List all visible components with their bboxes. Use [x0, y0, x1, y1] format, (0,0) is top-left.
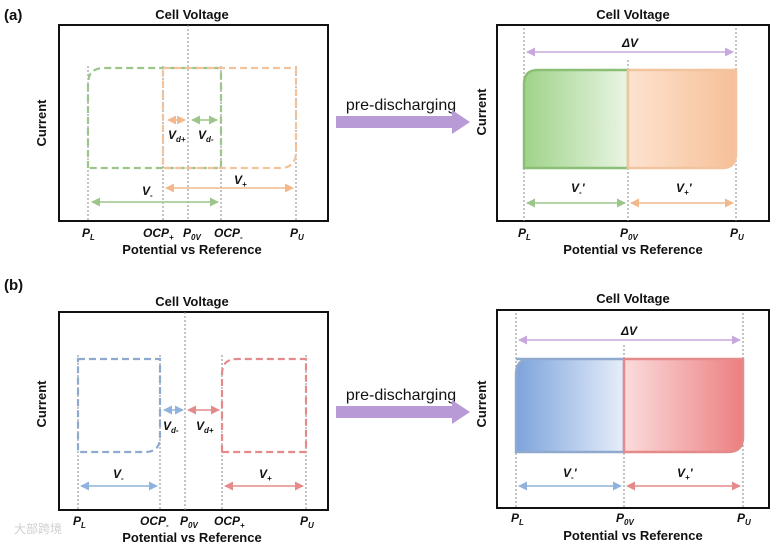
tick-p0v: P0V — [620, 226, 638, 242]
panel-b-right-diagram: Cell Voltage Current ΔV V-' V+' PL P0V P… — [474, 291, 770, 543]
panel-b-right-title: Cell Voltage — [596, 291, 669, 306]
panel-b-arrow-label: pre-discharging — [346, 387, 456, 404]
cathode-loop — [220, 357, 308, 454]
panel-b-right-ylabel: Current — [474, 380, 489, 428]
tick-pu: PU — [290, 226, 304, 242]
panel-a-right-title: Cell Voltage — [596, 7, 669, 22]
tick-pu: PU — [300, 514, 314, 530]
cathode-block — [626, 68, 738, 170]
label-vdplus: Vd+ — [168, 128, 186, 144]
tick-p0v: P0V — [183, 226, 201, 242]
panel-a-process-arrow: pre-discharging — [336, 97, 470, 134]
anode-block — [514, 357, 626, 454]
panel-b-left-xlabel: Potential vs Reference — [122, 530, 261, 545]
label-vdplus: Vd+ — [196, 419, 214, 435]
tick-p0v: P0V — [180, 514, 198, 530]
panel-b-right-frame — [496, 309, 770, 509]
panel-a-left-xlabel: Potential vs Reference — [122, 242, 261, 257]
right-arrow-icon — [336, 400, 470, 424]
panel-b-left-diagram: Cell Voltage Current Vd- Vd+ V- V+ PL OC… — [34, 294, 329, 545]
label-vplus: V+ — [234, 173, 247, 189]
panel-a-right-frame — [496, 24, 770, 222]
panel-a-arrow-label: pre-discharging — [346, 97, 456, 114]
tick-pl: PL — [518, 226, 531, 242]
right-arrow-icon — [336, 110, 470, 134]
label-vdminus: Vd- — [163, 419, 179, 435]
panel-a: (a) Cell Voltage Current Vd+ Vd- V- V — [4, 7, 770, 257]
cathode-loop — [161, 66, 298, 170]
panel-a-left-ylabel: Current — [34, 99, 49, 147]
label-vminus-prime: V-' — [563, 466, 578, 482]
anode-block — [522, 68, 630, 170]
label-vminus-prime: V-' — [571, 181, 586, 197]
panel-b: (b) Cell Voltage Current Vd- Vd+ V- V+ P… — [4, 277, 770, 545]
tick-ocp-minus: OCP- — [140, 514, 169, 530]
anode-loop — [76, 357, 162, 454]
panel-a-left-frame — [58, 24, 329, 222]
label-delta-v: ΔV — [621, 36, 639, 50]
panel-a-right-ylabel: Current — [474, 88, 489, 136]
tick-pu: PU — [730, 226, 744, 242]
anode-loop — [86, 66, 223, 170]
tick-pl: PL — [511, 511, 524, 527]
watermark: 大部跨境 — [14, 522, 63, 536]
tick-p0v: P0V — [616, 511, 634, 527]
label-vminus: V- — [142, 184, 153, 200]
panel-b-left-title: Cell Voltage — [155, 294, 228, 309]
tick-ocp-plus: OCP+ — [143, 226, 174, 242]
label-delta-v: ΔV — [620, 324, 638, 338]
cathode-block — [622, 357, 745, 454]
tick-pl: PL — [73, 514, 86, 530]
label-vplus: V+ — [259, 467, 272, 483]
label-vplus-prime: V+' — [677, 466, 694, 482]
label-vplus-prime: V+' — [676, 181, 693, 197]
panel-a-left-title: Cell Voltage — [155, 7, 228, 22]
panel-b-right-xlabel: Potential vs Reference — [563, 528, 702, 543]
tick-pl: PL — [82, 226, 95, 242]
label-vminus: V- — [113, 467, 124, 483]
panel-a-right-xlabel: Potential vs Reference — [563, 242, 702, 257]
panel-a-left-diagram: Cell Voltage Current Vd+ Vd- V- V+ PL — [34, 7, 329, 257]
panel-a-right-diagram: Cell Voltage Current ΔV V-' V+' PL P0V P… — [474, 7, 770, 257]
tick-ocp-minus: OCP- — [214, 226, 243, 242]
panel-b-process-arrow: pre-discharging — [336, 387, 470, 424]
panel-b-left-ylabel: Current — [34, 380, 49, 428]
tick-ocp-plus: OCP+ — [214, 514, 245, 530]
panel-b-tag: (b) — [4, 277, 23, 294]
tick-pu: PU — [737, 511, 751, 527]
panel-b-left-frame — [58, 311, 329, 511]
label-vdminus: Vd- — [198, 128, 214, 144]
panel-a-tag: (a) — [4, 7, 22, 24]
